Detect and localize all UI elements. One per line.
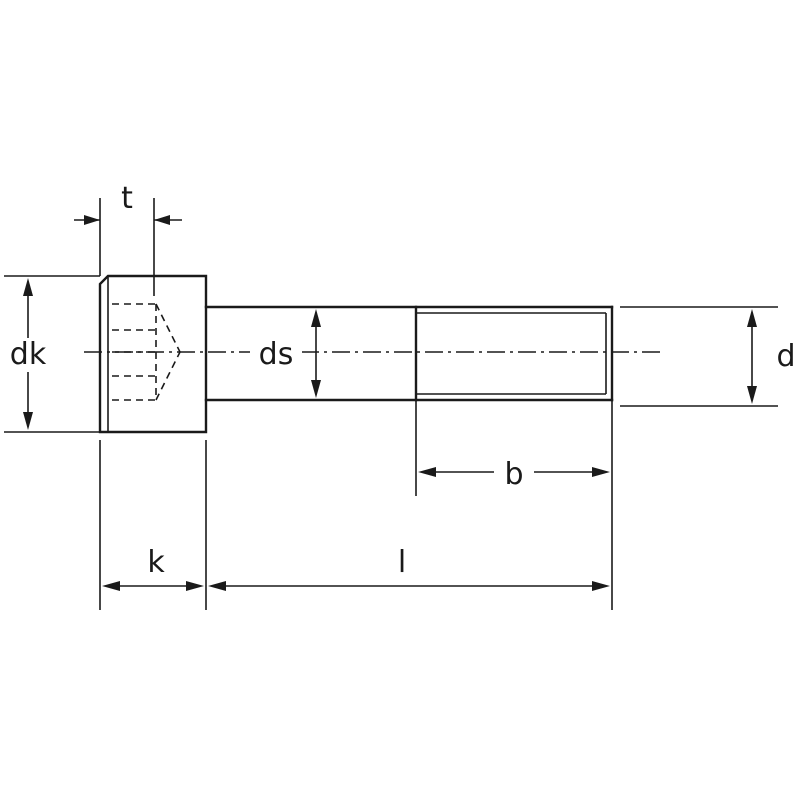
label-ds: ds bbox=[259, 337, 294, 372]
thread-section bbox=[414, 305, 607, 402]
label-t: t bbox=[121, 181, 133, 216]
label-l: l bbox=[398, 545, 406, 580]
dimension-dk: dk bbox=[4, 275, 100, 433]
screw-shank bbox=[204, 305, 614, 402]
dimension-l: l bbox=[208, 545, 610, 591]
dimension-k: k bbox=[99, 440, 207, 610]
screw-head bbox=[98, 274, 208, 434]
dimension-t: t bbox=[74, 181, 182, 296]
label-d: d bbox=[776, 339, 795, 374]
dimension-d: d bbox=[620, 306, 796, 407]
label-dk: dk bbox=[10, 337, 47, 372]
label-k: k bbox=[147, 545, 165, 580]
dimension-ds: ds bbox=[250, 309, 321, 398]
dimension-b: b bbox=[415, 400, 613, 610]
label-b: b bbox=[504, 457, 523, 492]
